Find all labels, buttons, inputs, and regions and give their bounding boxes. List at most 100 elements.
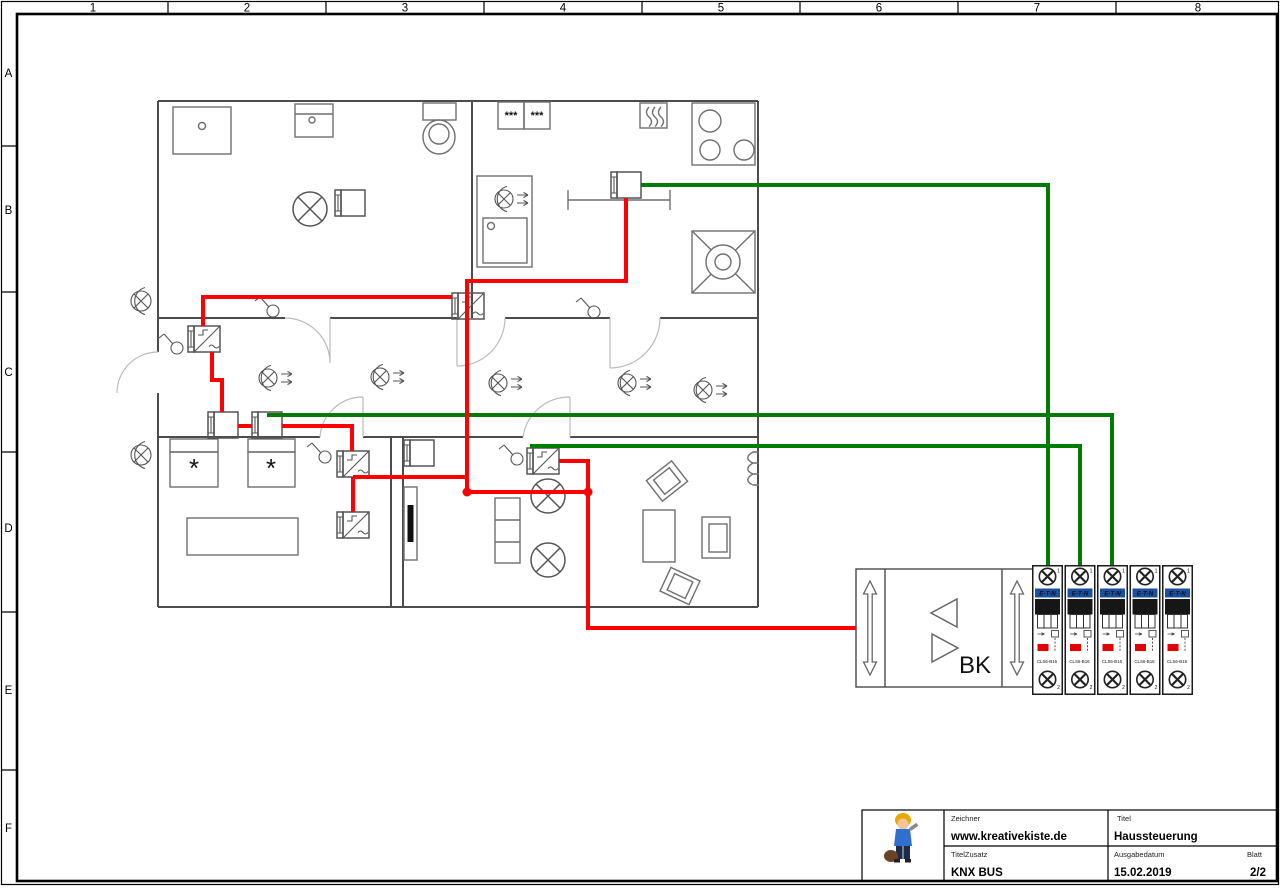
- knx-device-kitchen: [610, 171, 642, 199]
- washbasin: [172, 106, 232, 155]
- grid-column-label: 1: [90, 3, 96, 15]
- wall-lamp-icon: [258, 364, 293, 392]
- sheet-label: Blatt: [1247, 850, 1263, 859]
- circuit-breaker-2: [1065, 566, 1095, 695]
- row-dividers: [1, 145, 17, 771]
- circuit-breaker-1: [1033, 566, 1063, 695]
- wire-junction: [462, 487, 472, 497]
- power-wire: [559, 459, 590, 492]
- switch-icon: [254, 296, 280, 318]
- bk-box: [855, 568, 1034, 688]
- knx-device: [403, 439, 435, 467]
- oven-unit: [691, 230, 756, 294]
- shutter-arrow-icon: [862, 580, 878, 676]
- sink-counter: [476, 175, 533, 268]
- subtitle-label: TitelZusatz: [951, 850, 988, 859]
- sink-basin: [482, 217, 528, 264]
- toilet-bowl: [422, 119, 456, 155]
- ceiling-lamp-icon: [292, 191, 328, 227]
- knx-device: [207, 411, 239, 439]
- chair: [645, 459, 689, 503]
- armchair: [701, 516, 731, 559]
- washing-machine: [523, 101, 551, 130]
- wiring: [201, 183, 1114, 630]
- bus-wire-corridor: [267, 413, 1114, 567]
- circuit-breaker-5: [1163, 566, 1193, 695]
- power-wire: [586, 492, 856, 630]
- washing-machine-label: ***: [531, 110, 545, 122]
- wall-column: [390, 436, 404, 608]
- exterior-lamp-icon: [130, 440, 152, 470]
- date-value: 15.02.2019: [1114, 867, 1172, 879]
- drawer-value: www.kreativekiste.de: [950, 831, 1067, 843]
- circuit-breaker-3: [1098, 566, 1128, 695]
- grid-column-label: 4: [560, 3, 567, 15]
- playmobil-figure-logo: [884, 813, 919, 863]
- bk-label: BK: [959, 652, 991, 679]
- tv-panel: [403, 486, 418, 561]
- ceiling-lamp-icon: [530, 478, 566, 514]
- washing-machine-label: ***: [505, 110, 519, 122]
- bus-wire-living: [530, 444, 1082, 567]
- grid-column-label: 3: [402, 3, 408, 15]
- wall-cabinet: [294, 103, 334, 138]
- shutter-arrow-icon: [1009, 580, 1025, 676]
- power-wire: [465, 198, 628, 492]
- switch-icon: [306, 442, 332, 464]
- bed-headboard: [169, 438, 219, 453]
- wire-junction: [583, 487, 593, 497]
- extractor-waves-icon: [645, 106, 665, 127]
- bed-headboard: [247, 438, 296, 453]
- date-label: Ausgabedatum: [1114, 850, 1164, 859]
- power-wire: [282, 424, 354, 451]
- wall-lamp-icon: [693, 376, 728, 404]
- grid-row-label: C: [4, 367, 12, 379]
- triangle-right-icon: [931, 632, 960, 664]
- grid-column-label: 5: [718, 3, 724, 15]
- door-entrance: [116, 351, 159, 394]
- triangle-left-icon: [929, 597, 958, 629]
- switch-icon: [158, 333, 184, 355]
- bed-label: *: [266, 453, 276, 483]
- switch-icon: [575, 297, 601, 319]
- cooktop: [691, 102, 756, 166]
- extractor-hood: [639, 102, 668, 129]
- grid-row-label: B: [5, 205, 13, 217]
- column-dividers: [167, 1, 1117, 14]
- grid-row-label: D: [4, 523, 12, 535]
- tv-screen: [407, 505, 414, 542]
- radiator-icon: [747, 451, 759, 486]
- drawer-label: Zeichner: [951, 814, 981, 823]
- grid-column-label: 7: [1034, 3, 1040, 15]
- switch-icon: [498, 444, 524, 466]
- power-wire: [201, 295, 452, 326]
- mounting-rail: [567, 190, 671, 210]
- wall-lamp-icon: [494, 185, 529, 213]
- bed: [247, 451, 296, 488]
- wall-lamp-icon: [488, 369, 523, 397]
- grid-column-label: 2: [244, 3, 250, 15]
- circuit-breaker-4: [1130, 566, 1160, 695]
- washbasin-drain: [197, 121, 207, 131]
- door-corridor-left: [456, 317, 506, 367]
- grid-column-label: 8: [1195, 3, 1201, 15]
- grid-row-label: A: [5, 68, 13, 80]
- subtitle-value: KNX BUS: [951, 867, 1003, 879]
- door-bathroom: [284, 317, 331, 364]
- chair: [659, 566, 701, 606]
- knx-dimmer-actuator: [336, 450, 370, 478]
- shelf: [494, 497, 521, 564]
- bed-label: *: [189, 453, 199, 483]
- bus-wire-kitchen: [641, 183, 1050, 567]
- shutter-controller: BK: [855, 568, 1034, 688]
- title-value: Haussteuerung: [1114, 831, 1198, 843]
- wall-lamp-icon: [617, 369, 652, 397]
- ceiling-lamp-icon: [530, 542, 566, 578]
- inner-border: [15, 12, 1279, 883]
- knx-dimmer-actuator: [336, 511, 370, 539]
- knx-dimmer-actuator: [187, 325, 221, 353]
